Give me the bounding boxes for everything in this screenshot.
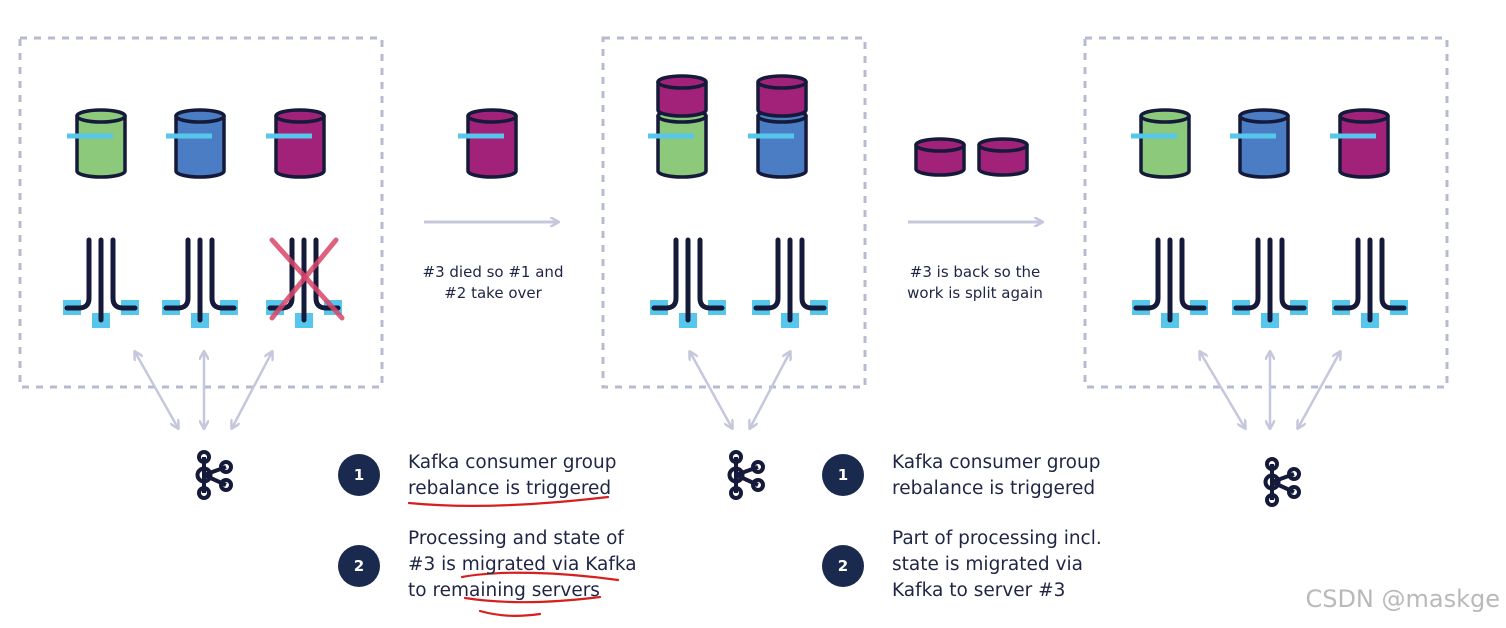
kafka-logo-icon [727, 450, 765, 500]
kafka-link-arrow [135, 352, 178, 428]
note-left-2: Processing and state of #3 is migrated v… [408, 528, 637, 601]
consumer-server-2 [752, 237, 828, 328]
csdn-watermark: CSDN @maskge [1305, 585, 1500, 613]
state-store-green [67, 108, 127, 179]
state-store-green [648, 108, 708, 179]
note-right-1: Kafka consumer group rebalance is trigge… [892, 452, 1101, 499]
server-group-frame-after-failure [601, 36, 867, 389]
kafka-link-arrow [1200, 352, 1245, 428]
red-underlines [407, 495, 620, 617]
consumer-server-1 [63, 237, 139, 328]
kafka-logo-icon [195, 450, 233, 500]
kafka-link-arrow [1298, 352, 1340, 428]
step-badge-right-2: 2 [822, 545, 864, 587]
kafka-link-arrow [690, 352, 732, 428]
state-store-blue [1230, 108, 1290, 179]
returning-state-purple [977, 137, 1029, 177]
server-group-frame-after-recovery [1083, 36, 1449, 389]
step-badge-left-1: 1 [338, 454, 380, 496]
consumer-server-1 [650, 237, 726, 328]
state-store-purple [266, 108, 326, 179]
returning-state-purple [914, 137, 966, 177]
state-store-green [1131, 108, 1191, 179]
consumer-server-3 [1332, 237, 1408, 328]
kafka-link-arrow [750, 352, 790, 428]
state-store-purple [1330, 108, 1390, 179]
caption-died: #3 died so #1 and #2 take over [422, 263, 564, 302]
state-store-blue [748, 108, 808, 179]
note-left-1: Kafka consumer group rebalance is trigge… [408, 452, 617, 499]
kafka-logo-icon [1263, 457, 1301, 507]
migrating-state-purple [458, 108, 518, 179]
consumer-server-1 [1132, 237, 1208, 328]
migrated-state-purple-top [656, 74, 708, 118]
step-badge-left-2: 2 [338, 545, 380, 587]
consumer-server-2 [162, 237, 238, 328]
consumer-server-2 [1232, 237, 1308, 328]
kafka-link-arrow [232, 352, 272, 428]
step-badge-right-1: 1 [822, 454, 864, 496]
migrated-state-purple-top [756, 74, 808, 118]
state-store-blue [166, 108, 226, 179]
note-right-2: Part of processing incl. state is migrat… [892, 528, 1102, 601]
caption-back: #3 is back so the work is split again [907, 263, 1043, 302]
failed-server-cross [269, 237, 345, 321]
server-group-frame-before [18, 36, 384, 389]
